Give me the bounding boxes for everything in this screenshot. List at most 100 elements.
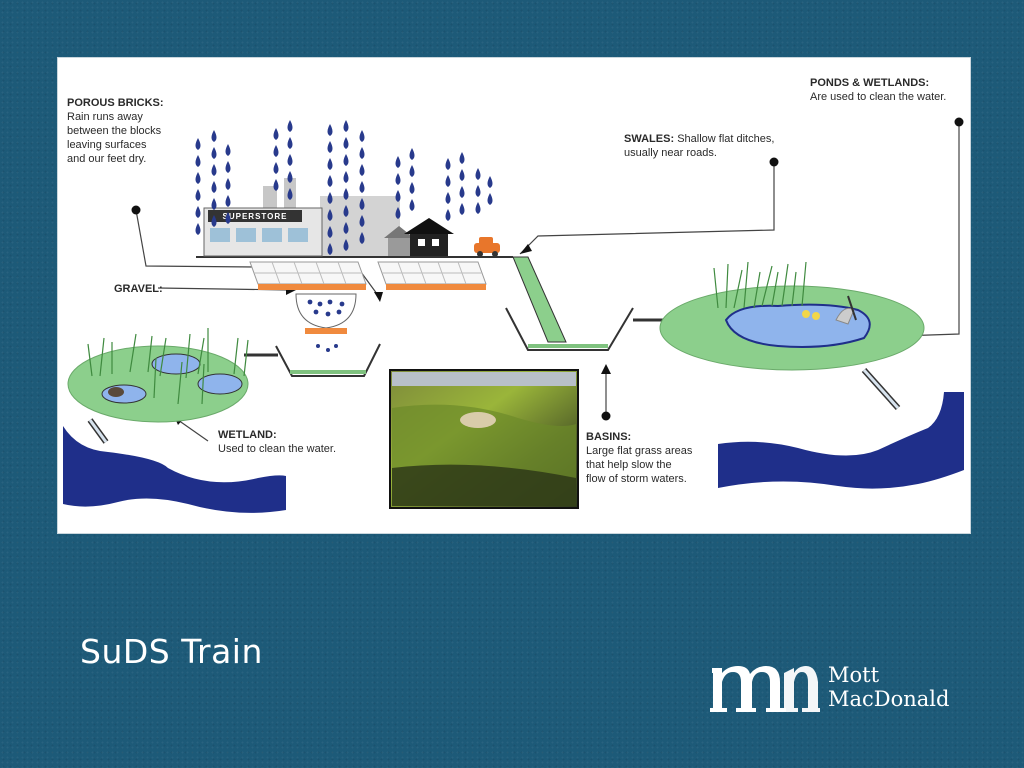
rain-drop bbox=[225, 178, 231, 190]
label-ponds-wetlands: PONDS & WETLANDS: Are used to clean the … bbox=[810, 77, 947, 103]
rain-drop bbox=[359, 130, 365, 142]
rain-drop bbox=[287, 154, 293, 166]
porous-paving-left bbox=[249, 261, 367, 290]
porous-paving-right bbox=[377, 261, 487, 290]
rain-drop bbox=[409, 165, 415, 177]
logo-line-macdonald: MacDonald bbox=[828, 687, 950, 711]
rain-drop bbox=[359, 181, 365, 193]
rain-drop bbox=[395, 190, 401, 202]
rain-drop bbox=[445, 192, 451, 204]
river-right bbox=[718, 392, 964, 489]
logo-line-mott: Mott bbox=[828, 663, 880, 687]
rain-drop bbox=[327, 158, 333, 170]
rain-drop bbox=[195, 189, 201, 201]
rain-drop bbox=[343, 120, 349, 132]
rain-drop bbox=[327, 192, 333, 204]
label-swales: SWALES: Shallow flat ditches, usually ne… bbox=[624, 133, 775, 159]
pond bbox=[659, 261, 925, 411]
rain-drop bbox=[327, 141, 333, 153]
rain-drop bbox=[475, 168, 481, 180]
rain-drop bbox=[327, 175, 333, 187]
car bbox=[474, 237, 500, 257]
rain-drop bbox=[195, 155, 201, 167]
rain-drop bbox=[287, 171, 293, 183]
rain-drop bbox=[211, 181, 217, 193]
rain-drop bbox=[225, 212, 231, 224]
rain-drop bbox=[211, 164, 217, 176]
rain-drop bbox=[359, 232, 365, 244]
rain-drop bbox=[459, 169, 465, 181]
rain-drop bbox=[475, 185, 481, 197]
mott-macdonald-logo: Mott MacDonald bbox=[710, 660, 970, 716]
rain-drop bbox=[359, 147, 365, 159]
rain-drop bbox=[195, 138, 201, 150]
rain-drop bbox=[459, 203, 465, 215]
wetland bbox=[67, 328, 249, 444]
rain-drop bbox=[211, 198, 217, 210]
rain-drop bbox=[211, 215, 217, 227]
rain-drop bbox=[487, 176, 493, 188]
rain-drop bbox=[487, 193, 493, 205]
rain-drop bbox=[395, 207, 401, 219]
logo-text: Mott MacDonald bbox=[828, 663, 949, 711]
rain-drop bbox=[273, 128, 279, 140]
rain-drop bbox=[409, 182, 415, 194]
rain-drops bbox=[195, 120, 493, 255]
rain-drop bbox=[327, 124, 333, 136]
diagram-panel: SUPERSTORE bbox=[57, 57, 971, 534]
basin-photo bbox=[389, 369, 579, 509]
rain-drop bbox=[287, 137, 293, 149]
rain-drop bbox=[225, 161, 231, 173]
rain-drop bbox=[359, 164, 365, 176]
rain-drop bbox=[195, 223, 201, 235]
rain-drop bbox=[359, 215, 365, 227]
rain-drop bbox=[409, 199, 415, 211]
rain-drop bbox=[459, 186, 465, 198]
rain-drop bbox=[445, 175, 451, 187]
rain-drop bbox=[395, 173, 401, 185]
rain-drop bbox=[343, 222, 349, 234]
rain-drop bbox=[195, 206, 201, 218]
rain-drop bbox=[409, 148, 415, 160]
rain-drop bbox=[343, 154, 349, 166]
label-gravel: GRAVEL: bbox=[114, 283, 163, 295]
rain-drop bbox=[327, 209, 333, 221]
rain-drop bbox=[343, 239, 349, 251]
rain-drop bbox=[343, 171, 349, 183]
rain-drop bbox=[327, 226, 333, 238]
rain-drop bbox=[327, 243, 333, 255]
rain-drop bbox=[475, 202, 481, 214]
gravel-drain bbox=[295, 293, 357, 352]
rain-drop bbox=[211, 130, 217, 142]
slide-title: SuDS Train bbox=[80, 632, 263, 671]
rain-drop bbox=[359, 198, 365, 210]
rain-drop bbox=[273, 162, 279, 174]
rain-drop bbox=[445, 209, 451, 221]
rain-drop bbox=[287, 188, 293, 200]
store-sign: SUPERSTORE bbox=[223, 212, 288, 221]
houses bbox=[384, 218, 454, 256]
label-wetland: WETLAND: Used to clean the water. bbox=[218, 429, 337, 455]
rain-drop bbox=[211, 147, 217, 159]
rain-drop bbox=[445, 158, 451, 170]
rain-drop bbox=[459, 152, 465, 164]
river-left bbox=[63, 426, 286, 513]
rain-drop bbox=[225, 195, 231, 207]
rain-drop bbox=[273, 179, 279, 191]
rain-drop bbox=[273, 145, 279, 157]
rain-drop bbox=[395, 156, 401, 168]
suds-diagram: SUPERSTORE bbox=[63, 117, 964, 513]
rain-drop bbox=[343, 205, 349, 217]
rain-drop bbox=[195, 172, 201, 184]
superstore-building: SUPERSTORE bbox=[203, 178, 400, 257]
rain-drop bbox=[343, 137, 349, 149]
rain-drop bbox=[287, 120, 293, 132]
leader-dots bbox=[131, 117, 964, 421]
label-basins: BASINS: Large flat grass areas that help… bbox=[586, 431, 693, 485]
mm-logo-mark bbox=[710, 666, 820, 712]
swale bbox=[505, 256, 668, 351]
rain-drop bbox=[343, 188, 349, 200]
small-basin bbox=[244, 343, 381, 377]
label-porous-bricks: POROUS BRICKS: Rain runs away between th… bbox=[67, 97, 164, 165]
rain-drop bbox=[225, 144, 231, 156]
